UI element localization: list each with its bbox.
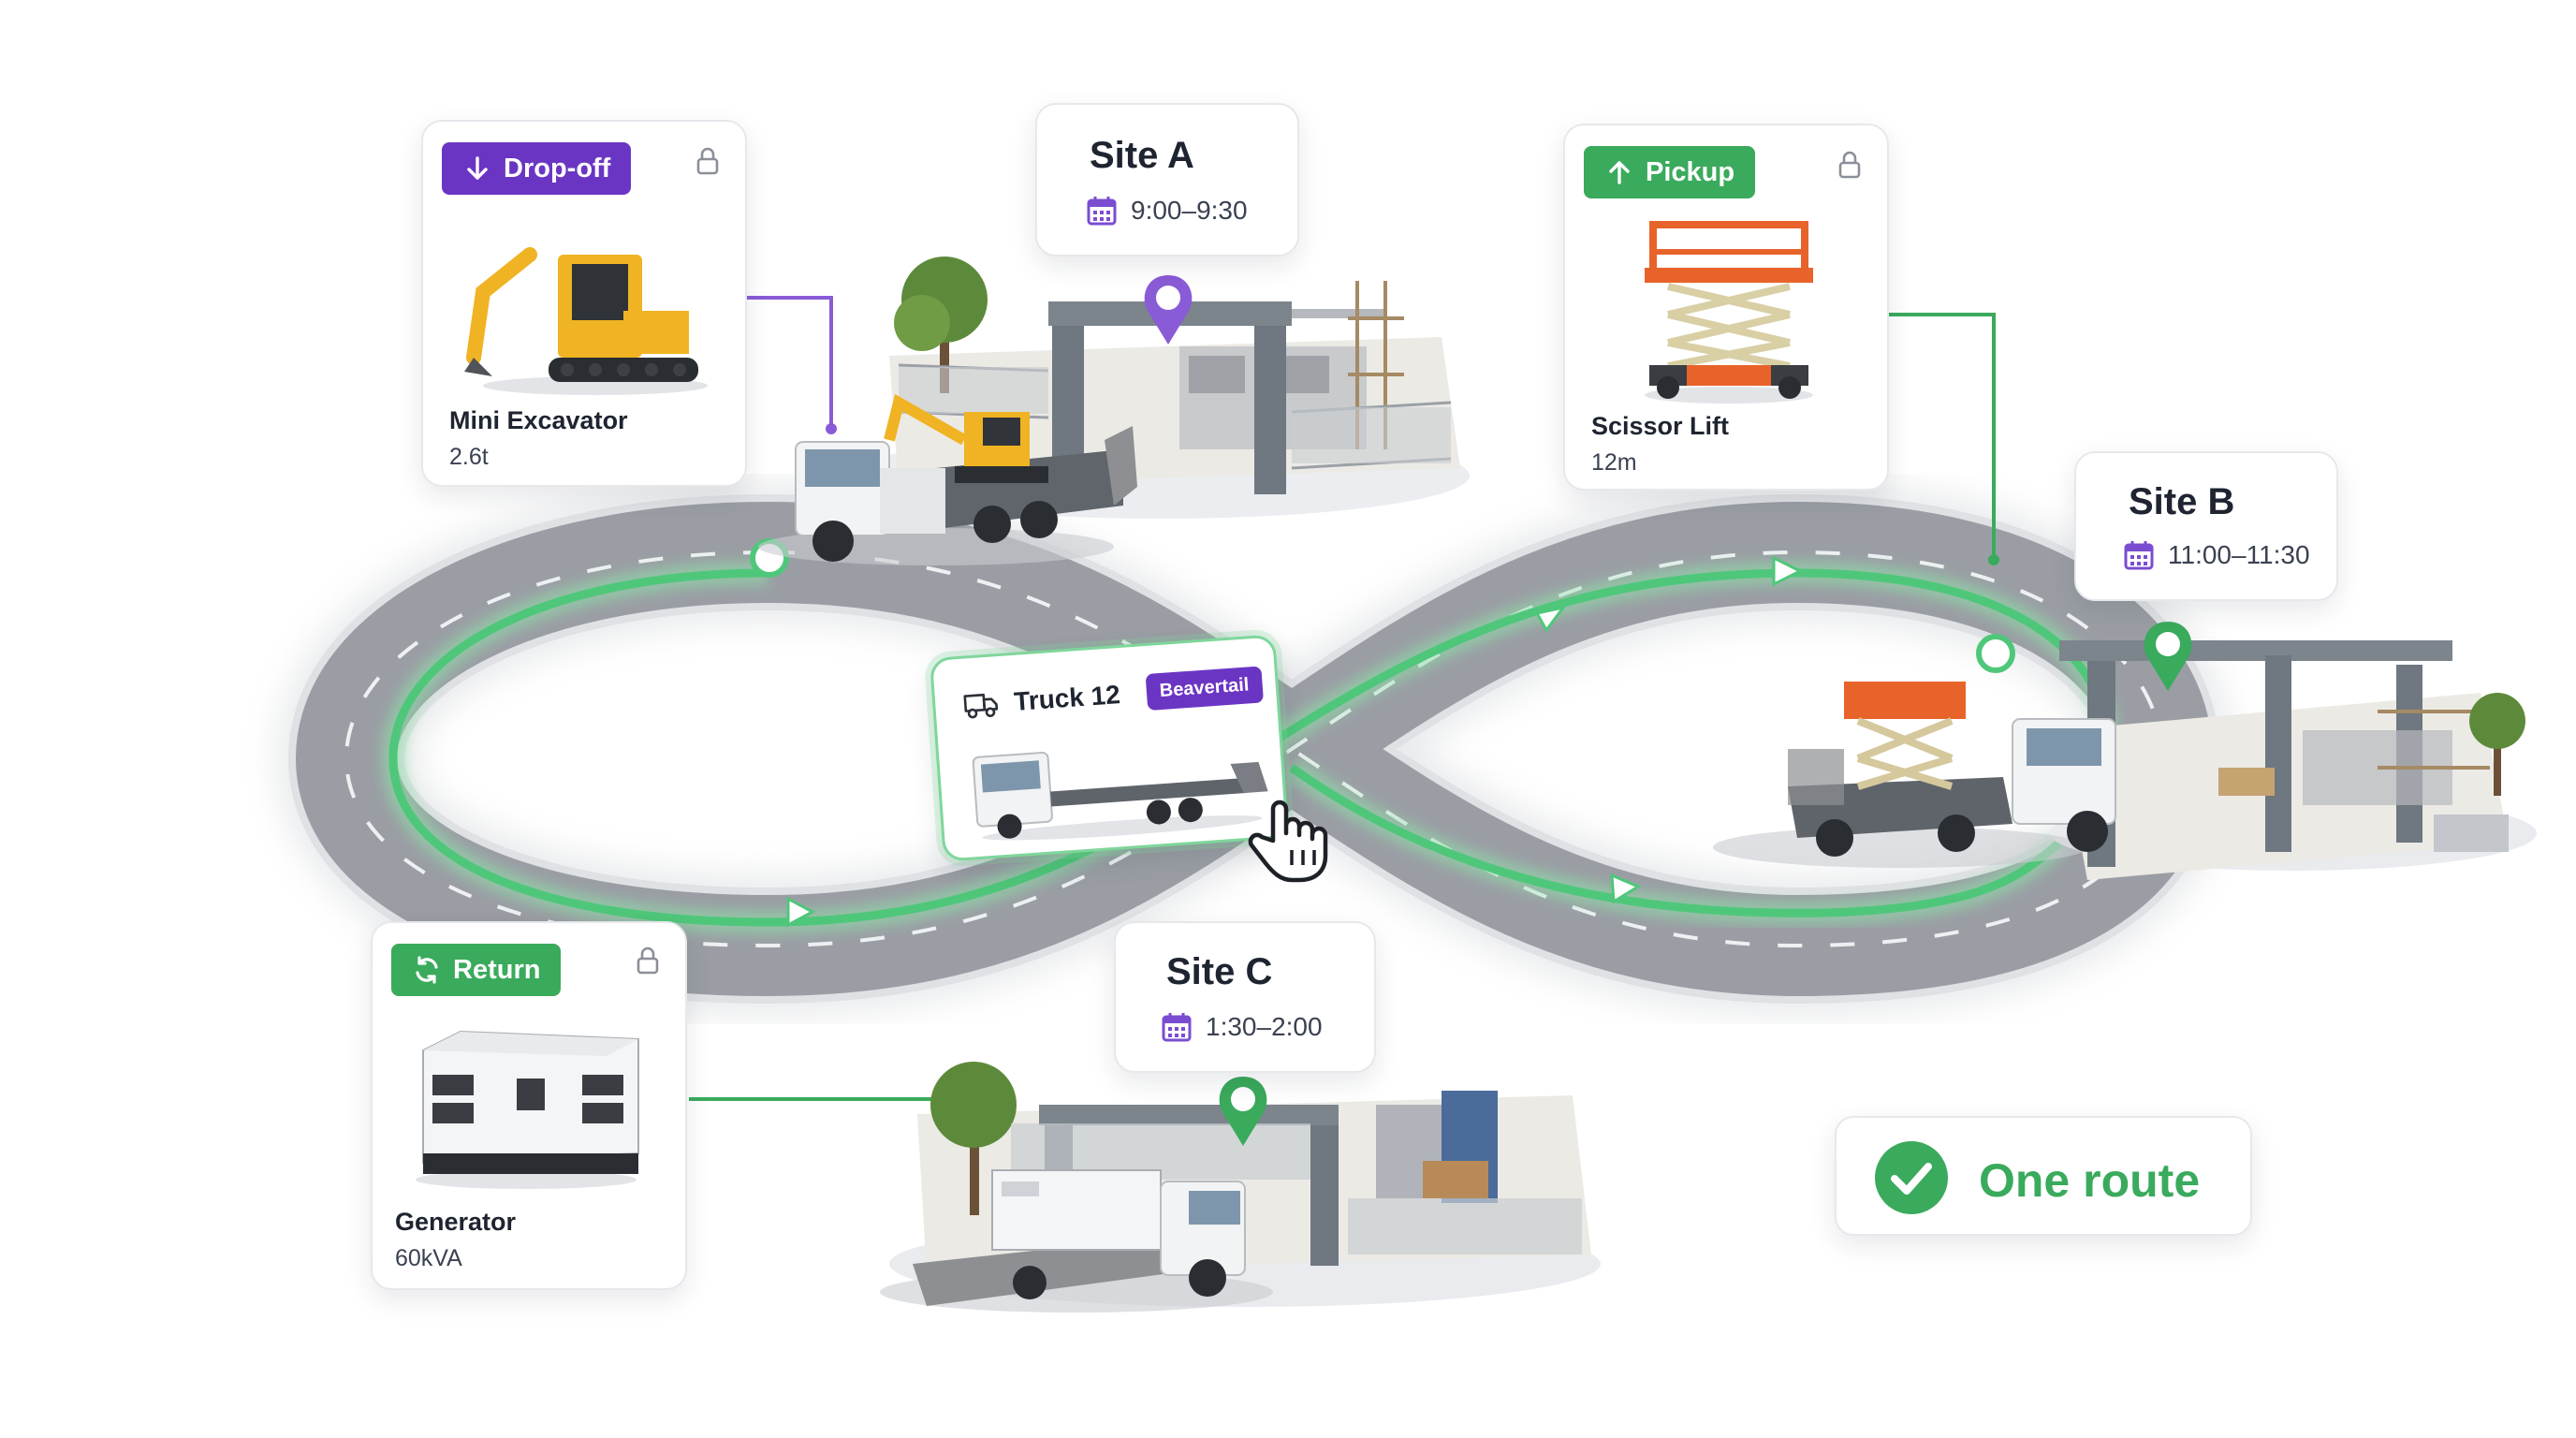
pickup-equipment-name: Scissor Lift: [1591, 412, 1730, 440]
truck-name: Truck 12: [1013, 680, 1121, 716]
site-b-time: 11:00–11:30: [2123, 539, 2310, 571]
route-line-2: [1289, 764, 2062, 917]
arrow-up-icon: [1609, 161, 1630, 184]
pickup-tag-label: Pickup: [1646, 156, 1735, 187]
site-c-time: 1:30–2:00: [1161, 1011, 1323, 1043]
site-a-time: 9:00–9:30: [1086, 195, 1248, 227]
one-route-label: One route: [1979, 1154, 2201, 1207]
site-b-card[interactable]: Site B 11:00–11:30: [2074, 451, 2338, 601]
route-arrow: [786, 896, 816, 928]
calendar-icon: [2124, 541, 2154, 570]
truck-card[interactable]: Truck 12 Beavertail: [929, 634, 1290, 862]
connector-dropoff: [747, 296, 833, 429]
hand-cursor-icon: [1248, 800, 1328, 883]
return-card[interactable]: Return Generator 60kVA: [371, 921, 687, 1290]
lock-icon[interactable]: [695, 146, 721, 176]
lock-icon[interactable]: [635, 946, 661, 976]
pickup-tag: Pickup: [1584, 146, 1756, 198]
dropoff-tag-label: Drop-off: [504, 153, 611, 183]
route-line: [388, 568, 2111, 927]
route-arrow: [1534, 605, 1567, 633]
site-a-card[interactable]: Site A 9:00–9:30: [1035, 103, 1299, 257]
route-waypoint-pickup: [1976, 634, 2015, 673]
site-c-card[interactable]: Site C 1:30–2:00: [1114, 921, 1376, 1073]
connector-dot: [826, 423, 837, 434]
site-a-title: Site A: [1090, 135, 1194, 176]
truck-with-excavator: [758, 393, 1137, 565]
site-a-time-label: 9:00–9:30: [1131, 196, 1248, 225]
dropoff-equipment-name: Mini Excavator: [449, 406, 628, 434]
calendar-icon: [1087, 197, 1117, 226]
scissor-lift-image: [1645, 221, 1813, 404]
lock-icon[interactable]: [1837, 150, 1863, 180]
site-c-title: Site C: [1166, 951, 1273, 992]
truck-with-generator: [880, 1169, 1273, 1313]
site-b-time-label: 11:00–11:30: [2168, 540, 2310, 569]
generator-image: [416, 1030, 639, 1189]
site-b-illustration: [2050, 622, 2537, 880]
route-arrow: [1610, 873, 1642, 904]
refresh-icon: [416, 956, 438, 984]
truck-type-badge: Beavertail: [1145, 666, 1264, 712]
check-circle-icon: [1875, 1141, 1948, 1214]
beavertail-truck-image: [972, 752, 1268, 841]
one-route-status: One route: [1835, 1116, 2252, 1236]
calendar-icon: [1162, 1013, 1192, 1042]
dropoff-card[interactable]: Drop-off Mini Excavator 2.6t: [421, 120, 747, 487]
site-c-time-label: 1:30–2:00: [1206, 1012, 1323, 1041]
mini-excavator-image: [464, 247, 708, 395]
dropoff-tag: Drop-off: [442, 142, 632, 195]
site-b-title: Site B: [2129, 481, 2235, 522]
arrow-down-icon: [467, 156, 488, 180]
dropoff-equipment-spec: 2.6t: [449, 444, 489, 470]
return-equipment-name: Generator: [395, 1208, 517, 1236]
connector-dot: [1988, 554, 1999, 565]
route-arrow: [1772, 555, 1804, 587]
return-tag-label: Return: [453, 954, 541, 985]
pickup-card[interactable]: Pickup Scissor Lift 12m: [1563, 124, 1889, 491]
truck-icon: [963, 693, 999, 719]
return-tag: Return: [391, 944, 562, 996]
truck-with-scissor-lift: [1713, 682, 2116, 868]
connector-pickup: [1889, 313, 1996, 560]
return-equipment-spec: 60kVA: [395, 1245, 462, 1271]
pickup-equipment-spec: 12m: [1591, 449, 1637, 476]
